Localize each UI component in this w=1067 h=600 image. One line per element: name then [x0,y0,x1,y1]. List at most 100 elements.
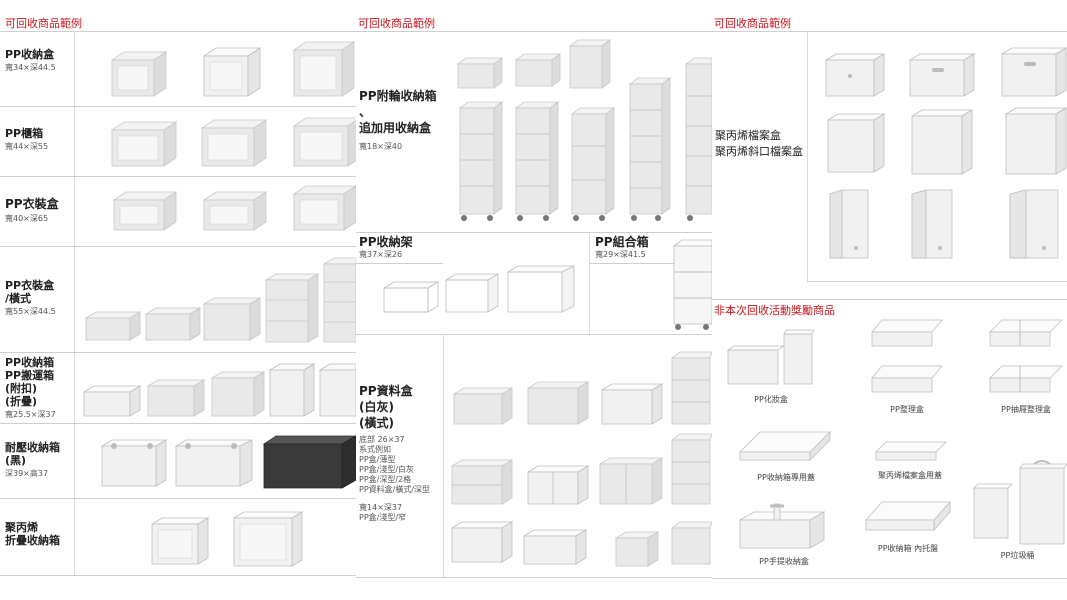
product-image [989,319,1063,393]
column-divider [74,31,75,576]
excluded-title: 非本次回收活動獎勵商品 [714,304,835,317]
category-name: PP組合箱 [595,235,649,249]
product-image [726,329,815,385]
category-dims: 寬37×深26 [359,250,403,259]
excluded-item-pp-drawer-organizer: PP抽屜整理盒 [984,312,1067,415]
column-divider [807,31,808,281]
panel-title: 可回收商品範例 [358,17,435,30]
category-name: PP櫃箱 [5,127,44,140]
category-dims-2: 寬14×深37 [359,503,403,512]
excluded-item-file-case-lid: 聚丙烯檔案盒用蓋 [862,432,958,481]
product-image [684,57,712,221]
product-image [670,351,712,425]
category-name: PP衣裝盒 /橫式 [5,279,55,305]
product-image [672,239,712,330]
category-name: PP收納箱 PP搬運箱 (附扣) (折疊) [5,356,55,408]
product-image [202,297,262,341]
product-image [600,383,664,425]
product-image [292,117,356,167]
product-image [110,51,168,97]
product-image [570,107,616,221]
item-label: PP化妝盒 [754,395,788,404]
row-divider [0,352,356,353]
divider [712,578,1067,579]
product-image [456,57,504,89]
product-image [144,307,202,341]
row-divider [0,246,356,247]
product-image [514,101,560,221]
product-image [100,439,168,487]
product-image [262,435,356,489]
product-image [264,273,320,343]
product-image [82,385,142,417]
list-item: PP盒/薄型 [359,455,396,464]
product-image [526,381,590,425]
product-image [202,191,268,231]
product-image [150,517,210,565]
product-image [738,503,826,549]
category-name: 耐壓收納箱 (黑) [5,441,60,467]
list-item: PP盒/淺型/白灰 [359,465,415,474]
product-image [910,109,974,175]
category-pp-rack: PP收納架 寬37×深26 [359,234,445,260]
list-item: 系式例如 [359,445,391,454]
panel-title: 可回收商品範例 [5,17,82,30]
column-divider [443,334,444,578]
product-image [829,189,869,259]
product-image [318,363,356,417]
divider [356,334,712,335]
row-divider [0,106,356,107]
row-divider [0,423,356,424]
panel-recyclable-2: 可回收商品範例 PP附輪收納箱 、 追加用收納盒 寬18×深40 PP收納架 寬… [356,0,712,600]
category-heavy-duty-box: 耐壓收納箱 (黑) 深39×高37 [5,441,73,479]
category-pp-clothes-box: PP衣裝盒 寬40×深65 [5,196,73,224]
category-name: PP收納架 [359,235,413,249]
product-image [202,47,262,97]
panel-recyclable-3: 可回收商品範例 聚丙烯檔案盒 聚丙烯斜口檔案盒 非本次回收活動獎勵商品 PP化妝… [712,0,1067,600]
product-image [200,119,268,167]
excluded-item-pp-cosmetic-box: PP化妝盒 [726,326,816,405]
category-name: PP衣裝盒 [5,197,59,211]
category-dims: 寬40×深65 [5,214,49,223]
category-pp-cabinet-box: PP櫃箱 寬44×深55 [5,127,73,152]
row-divider [0,176,356,177]
category-pp-clothes-box-horizontal: PP衣裝盒 /橫式 寬55×深44.5 [5,279,73,317]
product-image [824,53,886,97]
divider [712,31,1067,32]
product-image [268,363,316,417]
category-dims: 寬34×深44.5 [5,63,56,72]
panel-recyclable-1: 可回收商品範例 PP收納盒 寬34×深44.5 PP櫃箱 寬44×深55 PP衣… [0,0,356,600]
product-image [382,281,440,313]
product-image [1000,47,1067,97]
product-image [522,529,588,565]
product-image [871,319,943,393]
item-label: PP抽屜整理盒 [1001,405,1051,414]
category-pp-file-box: PP資料盒 (白灰) (橫式) 底部 26×37 系式例如 PP盒/薄型 PP盒… [359,383,443,523]
excluded-item-pp-box-lid: PP收納箱專用蓋 [736,422,836,483]
list-item: PP盒/深型/2格 [359,475,412,484]
product-image [526,465,590,505]
category-name: PP收納盒 [5,48,55,61]
product-image [865,500,951,532]
product-image [826,113,886,173]
category-pp-storage-box: PP收納盒 寬34×深44.5 [5,48,73,73]
list-item: PP資料盒/橫式/深型 [359,485,431,494]
category-dims: 寬18×深40 [359,142,403,151]
product-image [614,531,660,567]
divider [356,577,712,578]
divider [712,299,1067,300]
divider [0,575,356,576]
product-image [458,101,504,221]
item-label: PP手提收納盒 [759,557,809,566]
product-image [210,371,266,417]
product-image [232,511,304,567]
category-dims-1: 底部 26×37 [359,435,405,444]
excluded-item-pp-organizer: PP整理盒 [862,312,952,415]
category-dims: 寬55×深44.5 [5,307,56,316]
category-name: 聚丙烯檔案盒 聚丙烯斜口檔案盒 [715,129,803,158]
product-image [450,459,514,505]
product-image [973,460,1067,545]
item-label: PP收納箱 內托盤 [877,544,939,553]
product-image [514,53,562,87]
product-image [911,189,953,259]
